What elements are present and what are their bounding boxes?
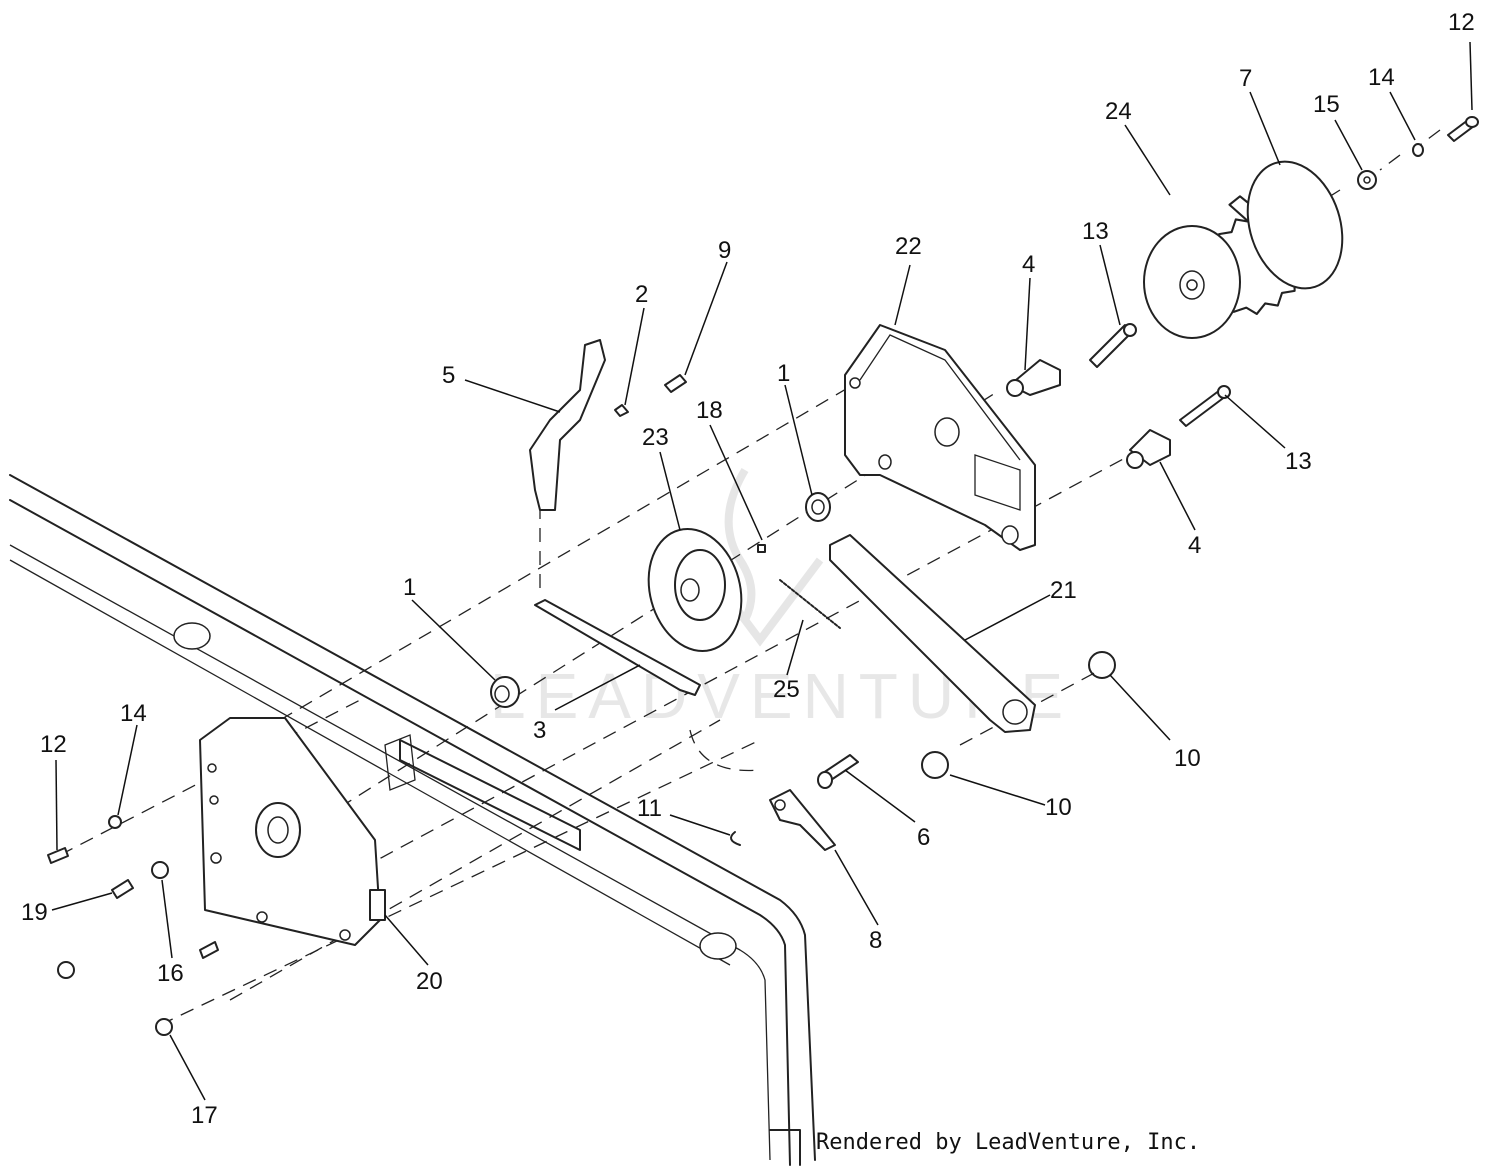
callout-12: 12: [1448, 9, 1475, 36]
part-25-spring: [779, 579, 841, 629]
callout-3: 3: [533, 717, 546, 744]
callout-19: 19: [21, 899, 48, 926]
part-12-bolt: [47, 847, 69, 864]
frame-bracket: [399, 739, 581, 851]
part-1-bushing: [805, 492, 831, 522]
callout-12: 12: [40, 731, 67, 758]
callout-21: 21: [1050, 577, 1077, 604]
callout-9: 9: [718, 237, 731, 264]
frame-rail: [9, 474, 816, 1166]
render-credit: Rendered by LeadVenture, Inc.: [816, 1130, 1201, 1155]
callout-14: 14: [120, 700, 147, 727]
callout-1: 1: [403, 574, 416, 601]
callout-1: 1: [777, 360, 790, 387]
part-10-ring: [1088, 651, 1116, 679]
callout-7: 7: [1239, 65, 1252, 92]
part-20-plate: [199, 717, 386, 946]
part-23-gear: [647, 527, 743, 653]
frame-slot: [699, 932, 737, 960]
callout-5: 5: [442, 362, 455, 389]
part-3-link: [534, 599, 701, 696]
part-13-bolt: [1089, 323, 1137, 368]
callout-14: 14: [1368, 64, 1395, 91]
callout-23: 23: [642, 424, 669, 451]
part-10-ring: [921, 751, 949, 779]
part-14-washer: [1412, 143, 1424, 157]
part-4-pin: [1126, 429, 1171, 469]
callout-10: 10: [1174, 745, 1201, 772]
callout-labels: 12 7 14 15 24 13 22 4 9 2 5 1 18 23 13 4…: [21, 9, 1475, 1129]
part-6-pin: [817, 754, 859, 789]
callout-11: 11: [637, 795, 662, 822]
part-18-pin: [757, 544, 766, 553]
callout-24: 24: [1105, 98, 1132, 125]
part-16-nut: [151, 861, 169, 879]
part-2-clip: [614, 404, 629, 417]
callout-4: 4: [1188, 532, 1201, 559]
part-15-washer: [1357, 170, 1377, 190]
part-12-bolt: [1447, 116, 1479, 142]
leader-lines: [51, 41, 1473, 1101]
part-11-clip: [730, 831, 741, 846]
callout-13: 13: [1285, 448, 1312, 475]
callout-13: 13: [1082, 218, 1109, 245]
callout-2: 2: [635, 281, 648, 308]
part-13-bolt: [1179, 385, 1231, 427]
callout-18: 18: [696, 397, 723, 424]
part-21-arm: [829, 534, 1036, 733]
callout-16: 16: [157, 960, 184, 987]
callout-25: 25: [773, 676, 800, 703]
callout-15: 15: [1313, 91, 1340, 118]
bolt-extra: [199, 941, 219, 959]
part-8-cam: [769, 789, 836, 851]
callout-17: 17: [191, 1102, 218, 1129]
callout-6: 6: [917, 824, 930, 851]
part-4-pin: [1006, 359, 1061, 397]
part-17-nut: [155, 1018, 173, 1036]
part-9-bolt: [664, 374, 687, 393]
callout-20: 20: [416, 968, 443, 995]
part-5-lever: [529, 339, 606, 511]
callout-4: 4: [1022, 251, 1035, 278]
frame-slot: [173, 622, 211, 650]
part-7-disc: [1246, 160, 1344, 290]
part-22-bracket: [844, 324, 1036, 551]
nut-extra: [57, 961, 75, 979]
callout-10: 10: [1045, 794, 1072, 821]
callout-8: 8: [869, 927, 882, 954]
callout-22: 22: [895, 233, 922, 260]
part-1-bushing: [490, 676, 520, 708]
part-14-washer: [108, 815, 122, 829]
part-19-bolt: [111, 879, 134, 899]
